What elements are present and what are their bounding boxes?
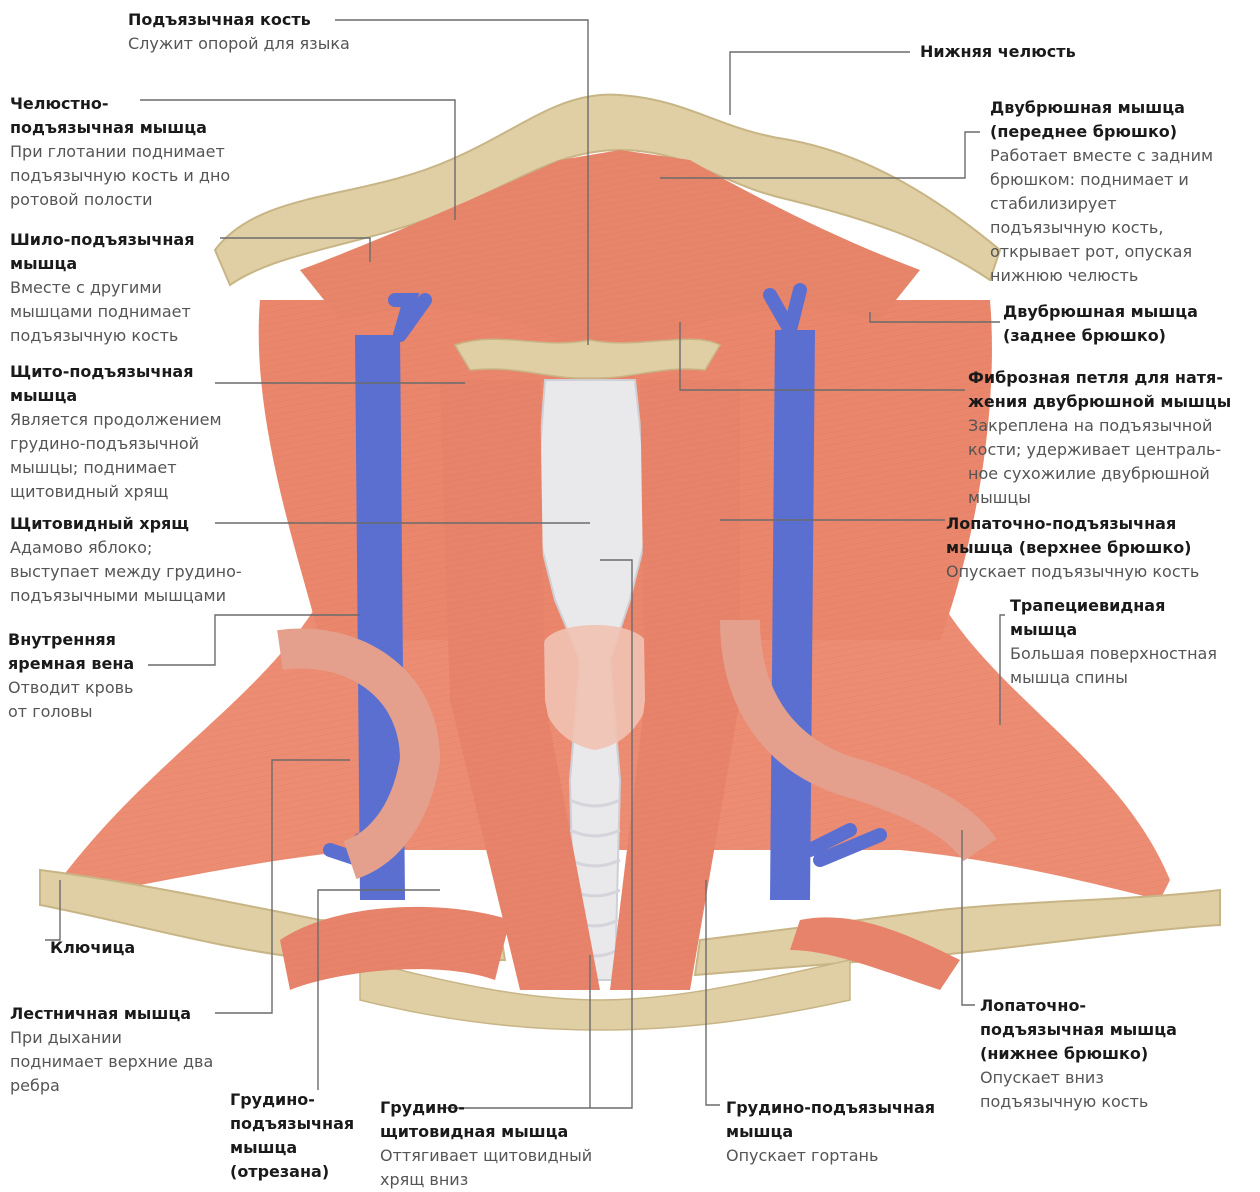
label-omohyoid-superior-title: Лопаточно-подъязычная мышца (верхнее брю… (946, 512, 1199, 560)
label-sternothyroid: Грудино- щитовидная мышца Оттягивает щит… (380, 1096, 592, 1192)
label-trapezius: Трапециевидная мышца Большая поверхностн… (1010, 594, 1217, 690)
label-hyoid: Подъязычная кость Служит опорой для язык… (128, 8, 350, 56)
label-internal-jugular-vein-desc: Отводит кровь от головы (8, 676, 134, 724)
label-mylohyoid-title: Челюстно- подъязычная мышца (10, 92, 230, 140)
label-hyoid-title: Подъязычная кость (128, 8, 350, 32)
label-sternohyoid: Грудино-подъязычная мышца Опускает горта… (726, 1096, 935, 1168)
label-scalene: Лестничная мышца При дыхании поднимает в… (10, 1002, 213, 1098)
label-sternohyoid-cut: Грудино- подъязычная мышца (отрезана) (230, 1088, 354, 1184)
right-jugular-vein (770, 330, 815, 900)
label-clavicle-title: Ключица (50, 936, 135, 960)
label-fibrous-loop-title: Фиброзная петля для натя- жения двубрюшн… (968, 366, 1231, 414)
label-mandible-title: Нижняя челюсть (920, 40, 1076, 64)
label-trapezius-title: Трапециевидная мышца (1010, 594, 1217, 642)
label-stylohyoid-desc: Вместе с другими мышцами поднимает подъя… (10, 276, 194, 348)
label-clavicle: Ключица (50, 936, 135, 960)
label-internal-jugular-vein: Внутренняя яремная вена Отводит кровь от… (8, 628, 134, 724)
label-thyrohyoid-title: Щито-подъязычная мышца (10, 360, 222, 408)
label-thyroid-cartilage-title: Щитовидный хрящ (10, 512, 242, 536)
label-omohyoid-superior-desc: Опускает подъязычную кость (946, 560, 1199, 584)
label-fibrous-loop-desc: Закреплена на подъязычной кости; удержив… (968, 414, 1231, 510)
label-omohyoid-superior: Лопаточно-подъязычная мышца (верхнее брю… (946, 512, 1199, 584)
label-scalene-title: Лестничная мышца (10, 1002, 213, 1026)
label-thyroid-cartilage-desc: Адамово яблоко; выступает между грудино-… (10, 536, 242, 608)
label-mylohyoid: Челюстно- подъязычная мышца При глотании… (10, 92, 230, 212)
label-hyoid-desc: Служит опорой для языка (128, 32, 350, 56)
label-sternohyoid-cut-title: Грудино- подъязычная мышца (отрезана) (230, 1088, 354, 1184)
label-digastric-anterior-desc: Работает вместе с задним брюшком: подним… (990, 144, 1213, 288)
label-scalene-desc: При дыхании поднимает верхние два ребра (10, 1026, 213, 1098)
label-internal-jugular-vein-title: Внутренняя яремная вена (8, 628, 134, 676)
label-stylohyoid-title: Шило-подъязычная мышца (10, 228, 194, 276)
label-omohyoid-inferior-desc: Опускает вниз подъязычную кость (980, 1066, 1177, 1114)
label-omohyoid-inferior: Лопаточно- подъязычная мышца (нижнее брю… (980, 994, 1177, 1114)
label-digastric-anterior: Двубрюшная мышца (переднее брюшко) Работ… (990, 96, 1213, 288)
label-omohyoid-inferior-title: Лопаточно- подъязычная мышца (нижнее брю… (980, 994, 1177, 1066)
label-digastric-anterior-title: Двубрюшная мышца (переднее брюшко) (990, 96, 1213, 144)
label-sternohyoid-desc: Опускает гортань (726, 1144, 935, 1168)
label-sternohyoid-title: Грудино-подъязычная мышца (726, 1096, 935, 1144)
label-fibrous-loop: Фиброзная петля для натя- жения двубрюшн… (968, 366, 1231, 510)
label-digastric-posterior-title: Двубрюшная мышца (заднее брюшко) (1003, 300, 1198, 348)
label-mandible: Нижняя челюсть (920, 40, 1076, 64)
label-trapezius-desc: Большая поверхностная мышца спины (1010, 642, 1217, 690)
label-sternothyroid-desc: Оттягивает щитовидный хрящ вниз (380, 1144, 592, 1192)
label-digastric-posterior: Двубрюшная мышца (заднее брюшко) (1003, 300, 1198, 348)
label-thyrohyoid-desc: Является продолжением грудино-подъязычно… (10, 408, 222, 504)
label-mylohyoid-desc: При глотании поднимает подъязычную кость… (10, 140, 230, 212)
label-thyroid-cartilage: Щитовидный хрящ Адамово яблоко; выступае… (10, 512, 242, 608)
label-stylohyoid: Шило-подъязычная мышца Вместе с другими … (10, 228, 194, 348)
label-thyrohyoid: Щито-подъязычная мышца Является продолже… (10, 360, 222, 504)
label-sternothyroid-title: Грудино- щитовидная мышца (380, 1096, 592, 1144)
